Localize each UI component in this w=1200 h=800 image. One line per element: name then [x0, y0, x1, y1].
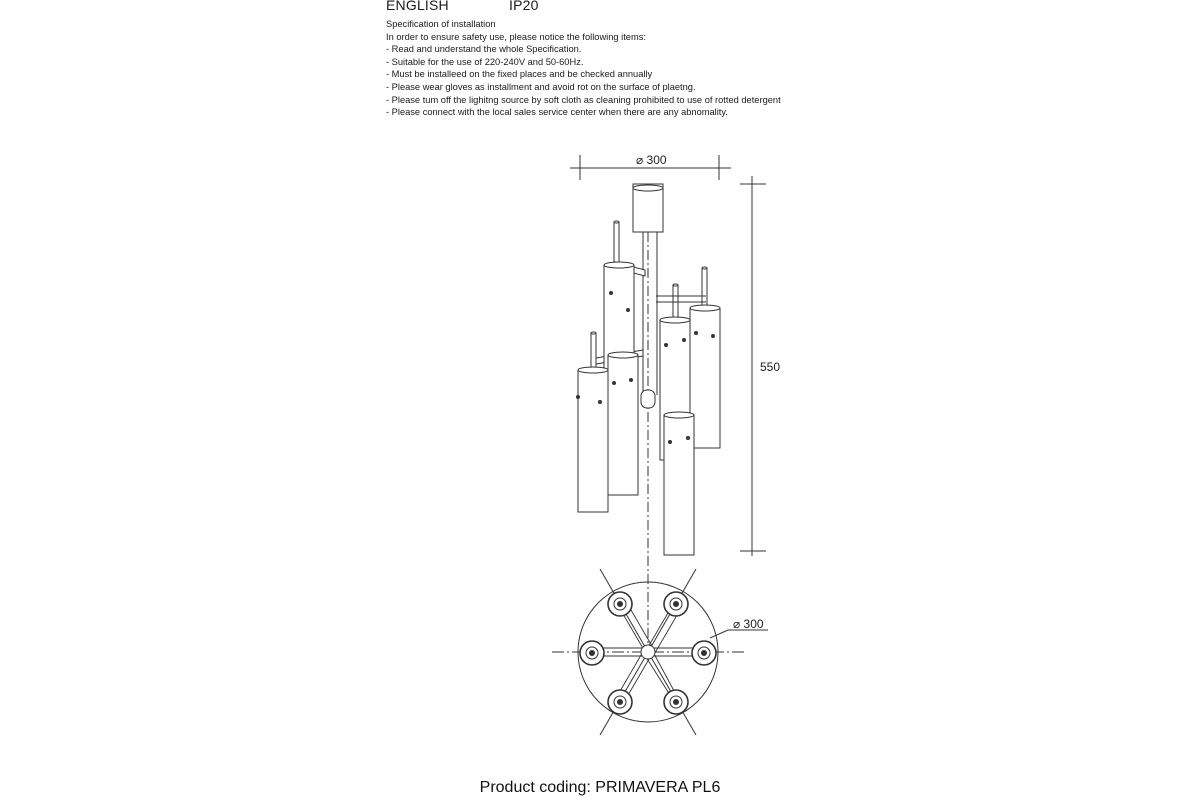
installation-specification: Specification of installation In order t…	[386, 18, 781, 119]
language-label: ENGLISH	[386, 0, 449, 13]
width-dimension: ⌀ 300	[570, 153, 731, 180]
lamp-head	[607, 689, 633, 715]
lamp-cylinder	[689, 304, 721, 449]
top-view: ⌀ 300	[552, 568, 768, 736]
lamp-head	[663, 689, 689, 715]
lamp-cylinder	[663, 411, 695, 556]
lamp-head	[663, 591, 689, 617]
spec-item: - Please connect with the local sales se…	[386, 107, 728, 118]
height-dimension: 550	[740, 176, 780, 556]
lamp-head	[691, 640, 717, 666]
spec-item: - Read and understand the whole Specific…	[386, 44, 582, 55]
product-coding: Product coding: PRIMAVERA PL6	[479, 779, 721, 796]
spec-title: Specification of installation	[386, 19, 496, 29]
top-view-diameter-label: ⌀ 300	[733, 617, 764, 631]
ip-rating-label: IP20	[509, 0, 539, 13]
spec-item: - Must be installeed on the fixed places…	[386, 69, 653, 80]
spec-intro: In order to ensure safety use, please no…	[386, 31, 646, 42]
lamp-cylinder	[607, 351, 639, 496]
spec-item: - Suitable for the use of 220-240V and 5…	[386, 56, 584, 67]
lamp-head	[579, 640, 605, 666]
height-dimension-label: 550	[760, 360, 780, 374]
lamp-head	[607, 591, 633, 617]
side-view	[576, 183, 721, 650]
width-dimension-label: ⌀ 300	[636, 153, 667, 167]
lamp-cylinder	[576, 366, 609, 513]
spec-item: - Please tum off the lighitng source by …	[386, 94, 781, 105]
top-view-diameter-callout: ⌀ 300	[709, 617, 768, 639]
spec-item: - Please wear gloves as installment and …	[386, 81, 696, 92]
